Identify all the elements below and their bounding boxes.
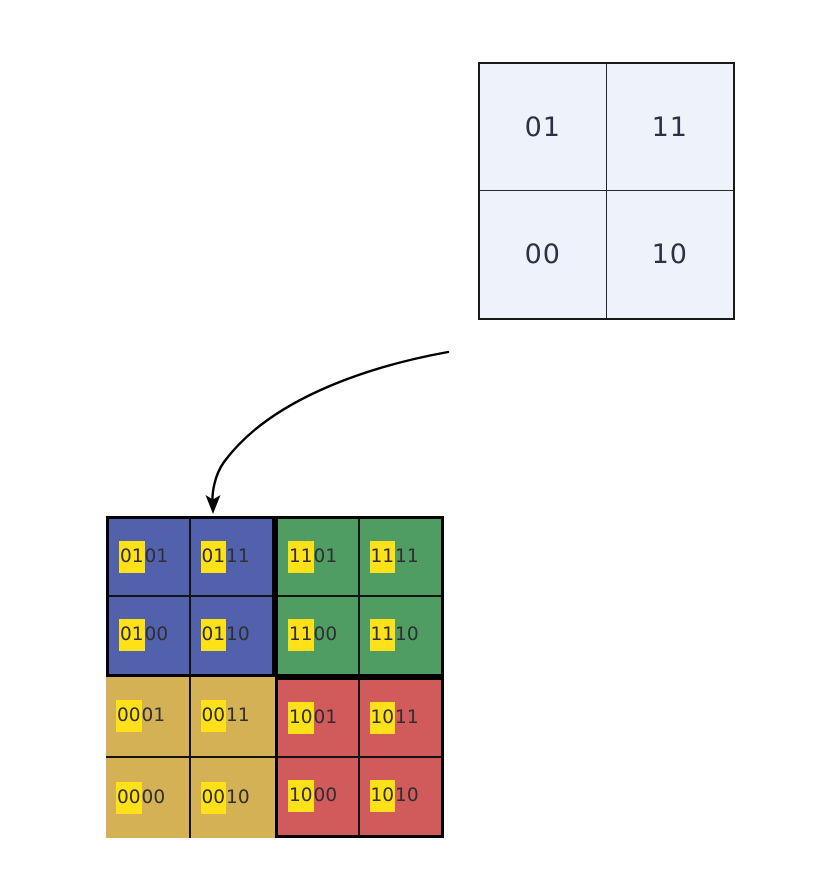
bit-suffix: 11 (226, 545, 250, 567)
bit-prefix: 10 (369, 701, 396, 734)
quadrant-11: 1101 1111 1100 1110 (275, 516, 444, 677)
bit-suffix: 11 (395, 545, 419, 567)
bit-suffix: 11 (395, 706, 419, 728)
bit-cell-1100: 1100 (278, 596, 360, 674)
bit-prefix: 00 (200, 781, 227, 814)
bit-prefix: 00 (200, 700, 227, 732)
bit-prefix: 11 (288, 540, 314, 573)
arrow-head-icon (205, 495, 221, 514)
bit-suffix: 10 (226, 624, 250, 645)
top-grid-cell-00: 00 (480, 191, 607, 318)
bit-prefix: 10 (369, 780, 396, 812)
bit-suffix: 10 (395, 785, 419, 806)
bit-cell-1000: 1000 (278, 757, 360, 835)
bit-suffix: 00 (313, 785, 338, 806)
bit-cell-0101: 0101 (109, 519, 191, 597)
bit-cell-1011: 1011 (359, 680, 441, 758)
top-grid-cell-01: 01 (480, 64, 607, 191)
bit-suffix: 11 (226, 705, 250, 726)
bit-cell-0111: 0111 (190, 519, 272, 597)
arrow-curve-path (211, 350, 450, 505)
bit-prefix: 00 (116, 700, 142, 732)
bit-prefix: 11 (288, 619, 314, 651)
bit-cell-1001: 1001 (278, 680, 360, 758)
quadrant-10: 1001 1011 1000 1010 (275, 677, 444, 838)
bit-prefix: 10 (288, 780, 314, 812)
bit-suffix: 01 (313, 706, 338, 728)
bit-suffix: 01 (144, 545, 169, 567)
top-grid-cell-10: 10 (606, 191, 733, 318)
bit-suffix: 00 (144, 624, 169, 645)
bit-prefix: 11 (369, 540, 396, 573)
bit-cell-1101: 1101 (278, 519, 360, 597)
bit-cell-0010: 0010 (191, 758, 276, 839)
bit-suffix: 10 (395, 624, 419, 645)
bit-cell-1010: 1010 (360, 758, 442, 836)
top-grid-cell-label: 00 (524, 239, 561, 270)
four-bit-grid: 0101 0111 0100 0110 1101 1111 1100 1110 … (106, 516, 444, 838)
top-grid-cell-label: 11 (651, 111, 688, 143)
bit-cell-0110: 0110 (191, 597, 273, 675)
bit-suffix: 10 (226, 786, 250, 808)
bit-cell-1111: 1111 (359, 519, 441, 597)
bit-suffix: 00 (141, 786, 166, 808)
bit-prefix: 10 (288, 701, 314, 734)
top-grid-cell-label: 10 (651, 239, 688, 270)
bit-prefix: 01 (119, 540, 145, 573)
bit-suffix: 01 (313, 545, 338, 567)
bit-suffix: 01 (141, 705, 166, 726)
bit-cell-0001: 0001 (106, 677, 191, 758)
quadrant-01: 0101 0111 0100 0110 (106, 516, 275, 677)
bit-cell-0000: 0000 (106, 757, 191, 838)
bit-cell-1110: 1110 (360, 597, 442, 675)
bit-prefix: 00 (116, 781, 142, 814)
two-bit-grid: 01 11 00 10 (478, 62, 735, 320)
bit-suffix: 00 (313, 624, 338, 645)
quadrant-00: 0001 0011 0000 0010 (106, 677, 275, 838)
watermark-band: ········································… (0, 4, 818, 22)
bit-prefix: 01 (200, 540, 227, 573)
bit-prefix: 01 (119, 619, 145, 651)
bit-prefix: 01 (200, 619, 227, 651)
top-grid-cell-label: 01 (524, 111, 561, 143)
bit-cell-0011: 0011 (190, 677, 275, 758)
bit-cell-0100: 0100 (109, 596, 191, 674)
bit-prefix: 11 (369, 619, 396, 651)
top-grid-cell-11: 11 (606, 64, 733, 191)
